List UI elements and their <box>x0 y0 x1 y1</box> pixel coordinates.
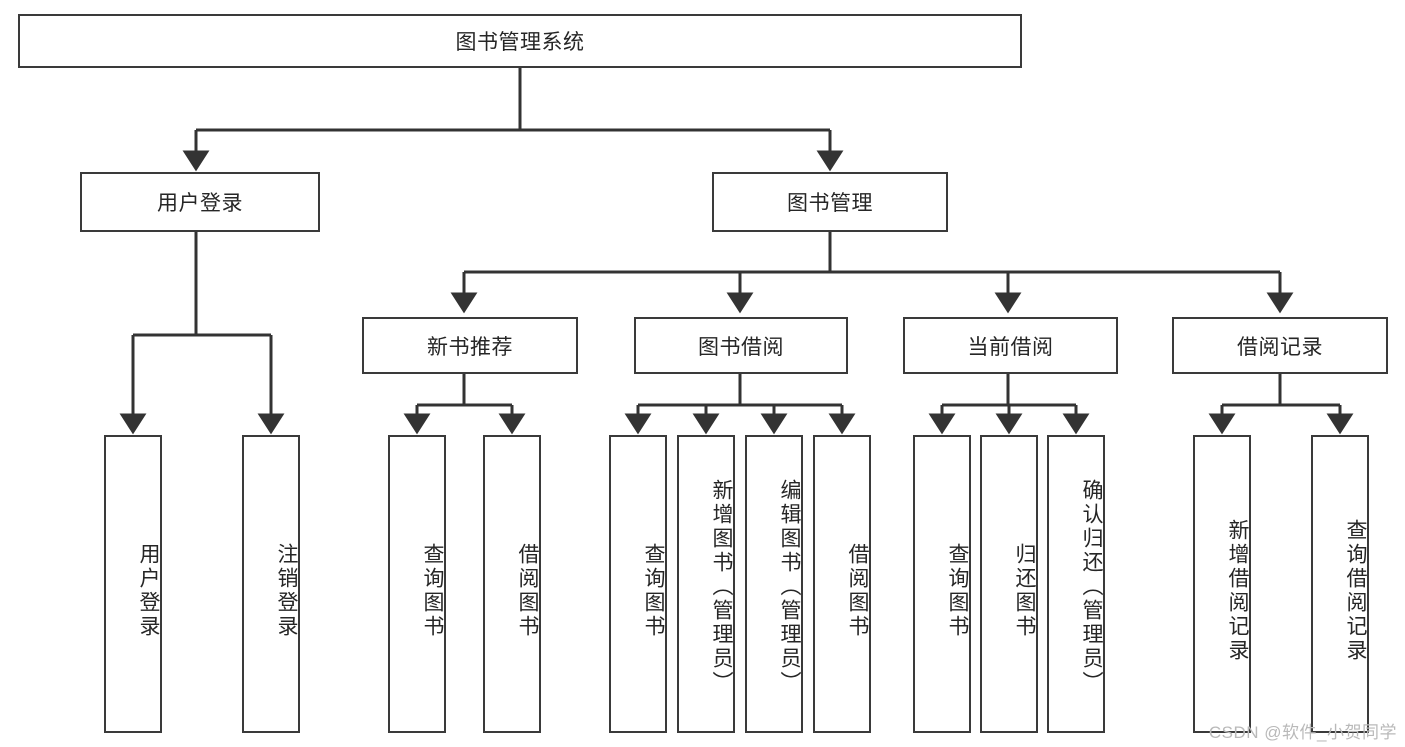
node-leaf-user-login[interactable]: 用户登录 <box>104 435 162 733</box>
node-book-borrow-label: 图书借阅 <box>698 335 784 359</box>
node-root-label: 图书管理系统 <box>455 31 585 54</box>
node-leaf-logout-label: 注销登录 <box>275 543 298 639</box>
node-leaf-return-book-label: 归还图书 <box>1013 543 1036 639</box>
node-leaf-query-book-1-label: 查询图书 <box>421 543 444 639</box>
node-book-manage-label: 图书管理 <box>787 192 873 215</box>
node-leaf-borrow-book-2[interactable]: 借阅图书 <box>813 435 871 733</box>
node-book-manage[interactable]: 图书管理 <box>712 172 948 232</box>
node-leaf-borrow-book-1[interactable]: 借阅图书 <box>483 435 541 733</box>
node-current-borrow-label: 当前借阅 <box>967 335 1054 359</box>
node-book-borrow[interactable]: 图书借阅 <box>634 317 848 374</box>
node-leaf-return-book[interactable]: 归还图书 <box>980 435 1038 733</box>
node-leaf-add-book-label: 新增图书（管理员） <box>710 479 733 695</box>
node-leaf-add-record[interactable]: 新增借阅记录 <box>1193 435 1251 733</box>
watermark-text: CSDN @软件_小贺同学 <box>1208 723 1397 742</box>
node-leaf-logout[interactable]: 注销登录 <box>242 435 300 733</box>
node-leaf-edit-book[interactable]: 编辑图书（管理员） <box>745 435 803 733</box>
node-leaf-query-book-2[interactable]: 查询图书 <box>609 435 667 733</box>
node-borrow-record-label: 借阅记录 <box>1237 335 1323 359</box>
node-user-login-label: 用户登录 <box>157 192 243 215</box>
node-leaf-query-record[interactable]: 查询借阅记录 <box>1311 435 1369 733</box>
node-current-borrow[interactable]: 当前借阅 <box>903 317 1118 374</box>
node-leaf-confirm-return[interactable]: 确认归还（管理员） <box>1047 435 1105 733</box>
node-new-book-rec[interactable]: 新书推荐 <box>362 317 578 374</box>
node-root[interactable]: 图书管理系统 <box>18 14 1022 68</box>
node-leaf-query-book-2-label: 查询图书 <box>642 543 665 639</box>
node-leaf-query-book-1[interactable]: 查询图书 <box>388 435 446 733</box>
node-new-book-rec-label: 新书推荐 <box>427 335 513 359</box>
node-borrow-record[interactable]: 借阅记录 <box>1172 317 1388 374</box>
node-leaf-edit-book-label: 编辑图书（管理员） <box>778 479 801 695</box>
node-leaf-query-record-label: 查询借阅记录 <box>1344 519 1367 663</box>
node-user-login[interactable]: 用户登录 <box>80 172 320 232</box>
node-leaf-add-record-label: 新增借阅记录 <box>1226 519 1249 663</box>
node-leaf-add-book[interactable]: 新增图书（管理员） <box>677 435 735 733</box>
node-leaf-confirm-return-label: 确认归还（管理员） <box>1080 479 1103 695</box>
node-leaf-query-book-3-label: 查询图书 <box>946 543 969 639</box>
node-leaf-borrow-book-2-label: 借阅图书 <box>846 543 869 639</box>
node-leaf-user-login-label: 用户登录 <box>137 543 160 639</box>
node-leaf-borrow-book-1-label: 借阅图书 <box>516 543 539 639</box>
node-leaf-query-book-3[interactable]: 查询图书 <box>913 435 971 733</box>
